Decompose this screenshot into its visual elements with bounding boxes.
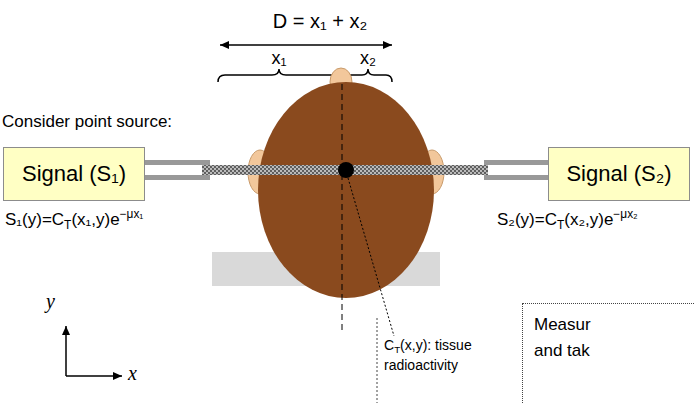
callout-label: CT(x,y): tissue — [384, 337, 472, 355]
equation-part: −μx₁ — [120, 207, 144, 221]
note-box: Measurand tak — [522, 303, 695, 403]
rod — [484, 160, 548, 165]
equation-part: (x₁,y)e — [71, 210, 119, 229]
dimension-label: D = x₁ + x₂ — [0, 10, 640, 33]
equation-part: (x₂,y)e — [564, 210, 613, 229]
axis-label-part: y — [46, 290, 55, 312]
callout-label-part: T — [394, 344, 400, 355]
callout-label-part: C — [384, 337, 394, 353]
equation-part: T — [64, 218, 71, 232]
head — [258, 82, 434, 298]
box-text: Signal (S₁) — [22, 161, 126, 187]
panel-edge — [377, 318, 378, 403]
leader-line — [348, 178, 394, 336]
signal-box: Signal (S₂) — [548, 147, 690, 201]
dimension-label-part: x₂ — [360, 48, 376, 68]
dimension-arrow — [220, 44, 392, 46]
rod — [144, 175, 210, 180]
axis-label: x — [128, 362, 137, 385]
box-text: and tak — [534, 338, 695, 364]
axis-label-part: x — [128, 362, 137, 384]
dimension-label: x₁ — [271, 48, 286, 69]
note-part: Consider point source: — [2, 112, 172, 131]
axis-label: y — [46, 290, 55, 313]
equation-part: S₁(y)=C — [5, 210, 64, 229]
center-line — [342, 84, 343, 330]
box-text: Signal (S₂) — [566, 161, 671, 187]
dimension-label-part: x₁ — [271, 48, 286, 68]
callout-label-part: radioactivity — [384, 357, 458, 373]
box-text: Measur — [534, 312, 695, 338]
signal-box: Signal (S₁) — [3, 147, 145, 201]
point-source — [338, 162, 354, 178]
rod — [144, 160, 210, 165]
callout-label: radioactivity — [384, 357, 458, 373]
brace — [218, 69, 341, 82]
dimension-label: x₂ — [360, 48, 376, 69]
equation: S₁(y)=CT(x₁,y)e−μx₁ — [5, 208, 143, 232]
y-axis — [65, 326, 67, 376]
callout-label-part: (x,y): tissue — [400, 337, 472, 353]
equation-part: −μx₂ — [613, 207, 637, 221]
note: Consider point source: — [2, 112, 172, 132]
equation-part: S₂(y)=C — [497, 210, 557, 229]
x-axis — [66, 375, 122, 377]
dimension-label-part: D = x₁ + x₂ — [273, 10, 368, 32]
equation: S₂(y)=CT(x₂,y)e−μx₂ — [497, 208, 638, 232]
equation-part: T — [557, 218, 564, 232]
rod — [484, 175, 548, 180]
